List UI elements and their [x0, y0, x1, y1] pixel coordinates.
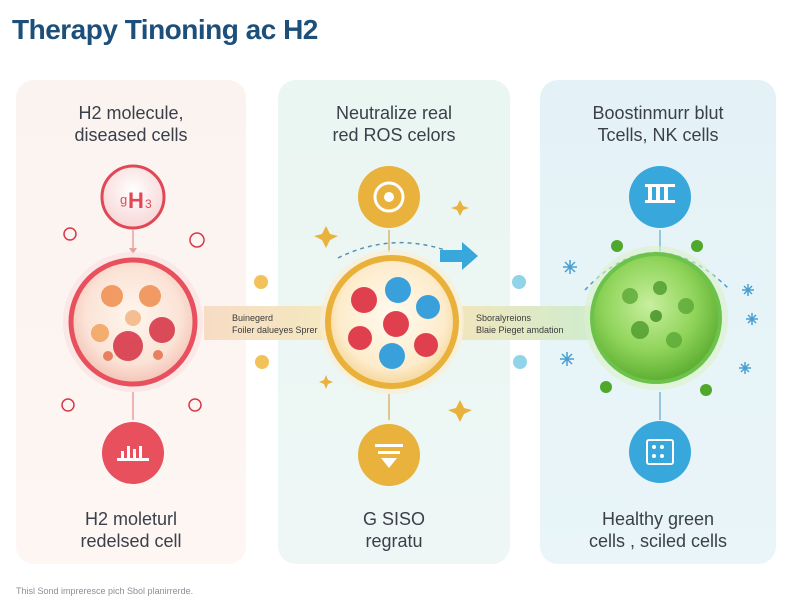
panel3-bottom-line2: cells , sciled cells — [588, 531, 728, 551]
panel1-bottom-label: H2 moleturl redelsed cell — [16, 508, 246, 552]
panel1-bottom-line1: H2 moleturl — [84, 509, 178, 529]
green-cell-dots — [600, 240, 712, 396]
panel3-bottom-label: Healthy green cells , sciled cells — [540, 508, 776, 552]
panel1-top-line1: H2 molecule, — [78, 103, 184, 123]
panel2-top-line2: red ROS celors — [332, 125, 456, 145]
panel1-top-label: H2 molecule, diseased cells — [16, 102, 246, 146]
svg-text:g: g — [120, 192, 127, 207]
panel1-top-line2: diseased cells — [74, 125, 188, 145]
svg-text:3: 3 — [145, 197, 152, 211]
panel3-bottom-line1: Healthy green — [601, 509, 715, 529]
diseased-cell-circle — [63, 252, 203, 392]
panel2-bottom-line1: G SISO — [362, 509, 425, 529]
panel2-bottom-label: G SISO regratu — [278, 508, 510, 552]
page-title: Therapy Tinoning ac H2 — [12, 14, 318, 45]
badge-icon — [254, 275, 527, 369]
healthy-cell-circle — [584, 246, 728, 390]
connector-bar-2 — [462, 306, 594, 340]
sparkle-icon — [314, 200, 472, 422]
panel3-top-line2: Tcells, NK cells — [597, 125, 719, 145]
panel3-top-line1: Boostinmurr blut — [592, 103, 724, 123]
panel1-top-icon: g H 3 — [100, 164, 166, 230]
panel2-bottom-icon — [358, 424, 420, 486]
arrow-right-icon — [440, 242, 478, 270]
connector1-line1: Buinegerd — [232, 313, 274, 323]
connector-text-1: Buinegerd Foiler dalueyes Sprer — [232, 312, 318, 336]
connector2-line2: Blaie Pieget amdation — [476, 325, 564, 335]
virus-icon — [61, 227, 205, 412]
panel2-top-line1: Neutralize real — [335, 103, 453, 123]
snowflake-icon — [560, 260, 758, 374]
connector2-line1: Sboralyreions — [476, 313, 532, 323]
svg-text:H: H — [128, 188, 144, 213]
panel3-bottom-icon — [629, 421, 691, 483]
panel3-top-label: Boostinmurr blut Tcells, NK cells — [540, 102, 776, 146]
connector-text-2: Sboralyreions Blaie Pieget amdation — [476, 312, 564, 336]
flow-arc — [337, 241, 446, 259]
panel2-top-label: Neutralize real red ROS celors — [278, 102, 510, 146]
connector1-line2: Foiler dalueyes Sprer — [232, 325, 318, 335]
ros-cell-circle — [320, 250, 464, 394]
panel2-bottom-line2: regratu — [365, 531, 423, 551]
panel1-arrow-head — [129, 248, 137, 254]
panel2-top-icon — [358, 166, 420, 228]
panel3-top-icon — [629, 166, 691, 228]
connector-bar-1 — [204, 306, 334, 340]
footer-note: Thisl Sond impreresce pich Sbol planirre… — [16, 586, 194, 596]
panel1-bottom-line2: redelsed cell — [80, 531, 182, 551]
panel1-bottom-icon — [102, 422, 164, 484]
